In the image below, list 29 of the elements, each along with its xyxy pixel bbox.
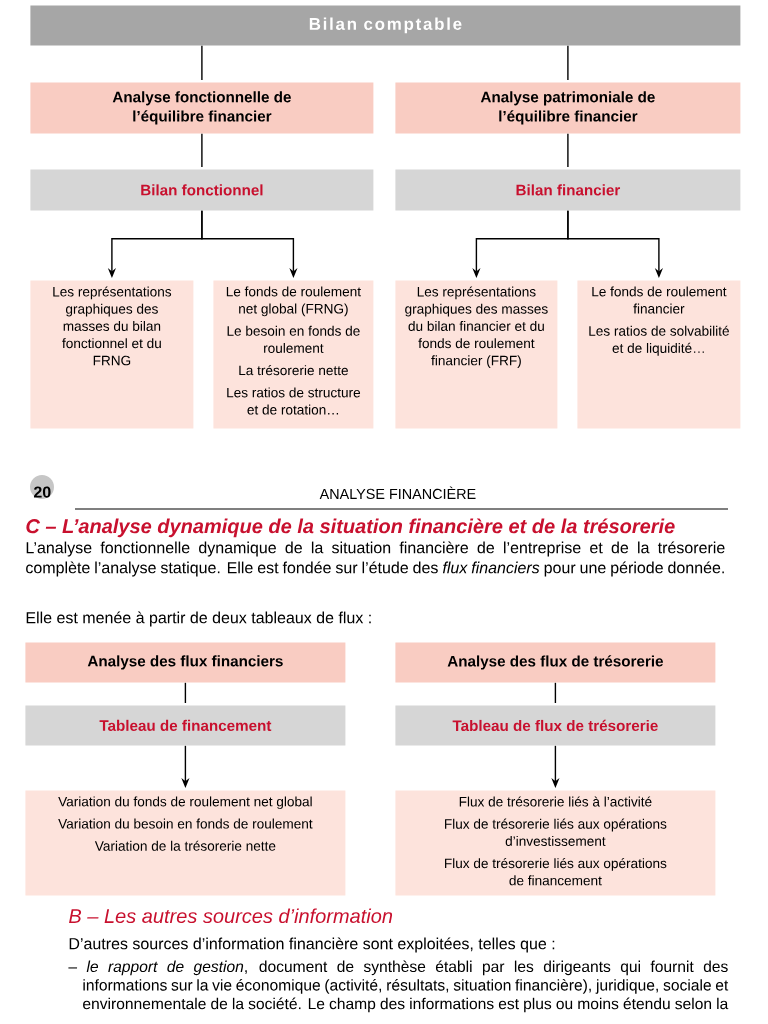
- content-box: Les représentations graphiques des masses du bilan financier et du fonds de roulement financier (FRF): [395, 280, 558, 429]
- connector: [201, 133, 203, 168]
- heading-box: Analyse des flux de trésorerie: [395, 642, 716, 683]
- paragraph: L’analyse fonctionnelle dynamique de la situation financière de l’entreprise et de la trésorerie complète l’analyse statique. Elle est fondée sur l’étude des flux financiers pour une période donnée.: [26, 541, 725, 577]
- statement-box: Tableau de flux de trésorerie: [395, 705, 716, 746]
- connector: [554, 682, 557, 704]
- content-box: Les représentations graphiques des masses du bilan fonctionnel et du FRNG: [30, 280, 194, 429]
- paragraph: D’autres sources d’information financière sont exploitées, telles que :: [69, 937, 555, 953]
- connector: [184, 682, 187, 704]
- connector: [567, 45, 569, 81]
- paragraph: Elle est menée à partir de deux tableaux de flux :: [26, 611, 371, 627]
- connector: [567, 133, 569, 168]
- statement-box: Bilan fonctionnel: [30, 169, 374, 211]
- heading-box: Analyse patrimoniale de l’équilibre financier: [395, 82, 741, 134]
- connector: [201, 45, 203, 81]
- list-item: – le rapport de gestion, document de synthèse établi par les dirigeants qui fournit des informations sur la vie économique (activité, résultats, situation financière), juridique, sociale et environnementale de la société. Le champ des informations est plus ou moins étendu selon la: [68, 960, 729, 1013]
- statement-box: Tableau de financement: [25, 705, 346, 746]
- section-heading: C – L’analyse dynamique de la situation financière et de la trésorerie: [26, 518, 675, 538]
- statement-box: Bilan financier: [395, 169, 741, 211]
- running-header: ANALYSE FINANCIÈRE: [319, 486, 476, 499]
- heading-box: Analyse des flux financiers: [25, 642, 346, 683]
- heading-box: Analyse fonctionnelle de l’équilibre financier: [30, 82, 374, 134]
- content-box: Flux de trésorerie liés à l’activité Flux de trésorerie liés aux opérations d’investissement Flux de trésorerie liés aux opérations de financement: [395, 790, 716, 896]
- content-box: Le fonds de roulement net global (FRNG) Le besoin en fonds de roulement La trésorerie nette Les ratios de structure et de rotation…: [213, 280, 374, 429]
- section-heading: B – Les autres sources d’information: [69, 908, 393, 924]
- page-number: 20: [33, 486, 51, 498]
- bar-heading: Bilan comptable: [30, 5, 741, 46]
- content-box: Le fonds de roulement financier Les ratios de solvabilité et de liquidité…: [577, 280, 741, 429]
- content-box: Variation du fonds de roulement net global Variation du besoin en fonds de roulement Variation de la trésorerie nette: [25, 790, 346, 896]
